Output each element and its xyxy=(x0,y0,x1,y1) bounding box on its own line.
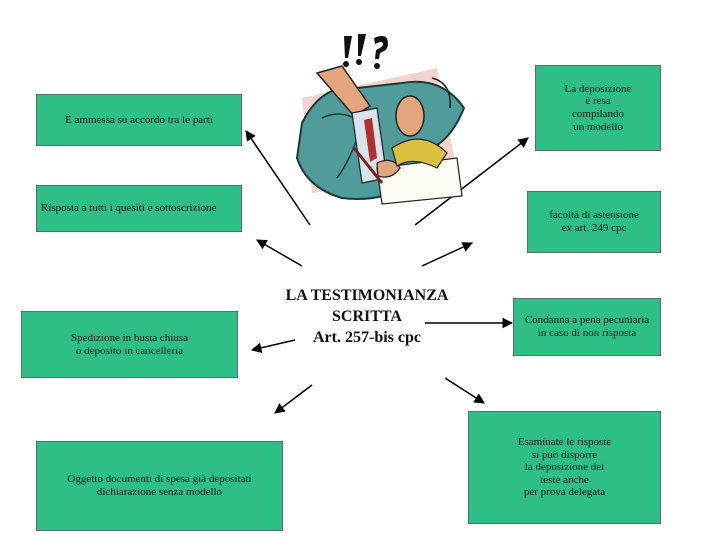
box-risposta: Risposta a tutti i quesiti e sottoscrizi… xyxy=(36,185,242,232)
clipart-person-writing-icon xyxy=(295,34,466,205)
box-oggetto: Oggetto documenti di spesa già depositat… xyxy=(36,441,283,531)
arrow-to-esaminate xyxy=(444,377,485,404)
box-deposizione: La deposizione è resa compilando un mode… xyxy=(535,65,661,151)
arrow-to-oggetto xyxy=(274,384,313,414)
arrow-to-facolta xyxy=(421,242,473,267)
box-ammessa: È ammessa su accordo tra le parti xyxy=(36,94,242,146)
box-facolta: facoltà di astensione ex art. 249 cpc xyxy=(527,191,661,253)
box-esaminate: Esaminate le risposte si può disporre la… xyxy=(468,411,661,524)
center-title: LA TESTIMONIANZA SCRITTA Art. 257-bis cp… xyxy=(285,287,449,346)
arrow-to-spedizione xyxy=(250,339,296,353)
arrow-to-risposta xyxy=(256,239,303,267)
box-condanna: Condanna a pena pecuniaria in caso di no… xyxy=(513,298,661,356)
arrow-to-ammessa xyxy=(245,130,311,226)
box-spedizione: Spedizione in busta chiusa o deposito in… xyxy=(21,311,238,378)
arrow-to-deposizione xyxy=(414,137,529,226)
